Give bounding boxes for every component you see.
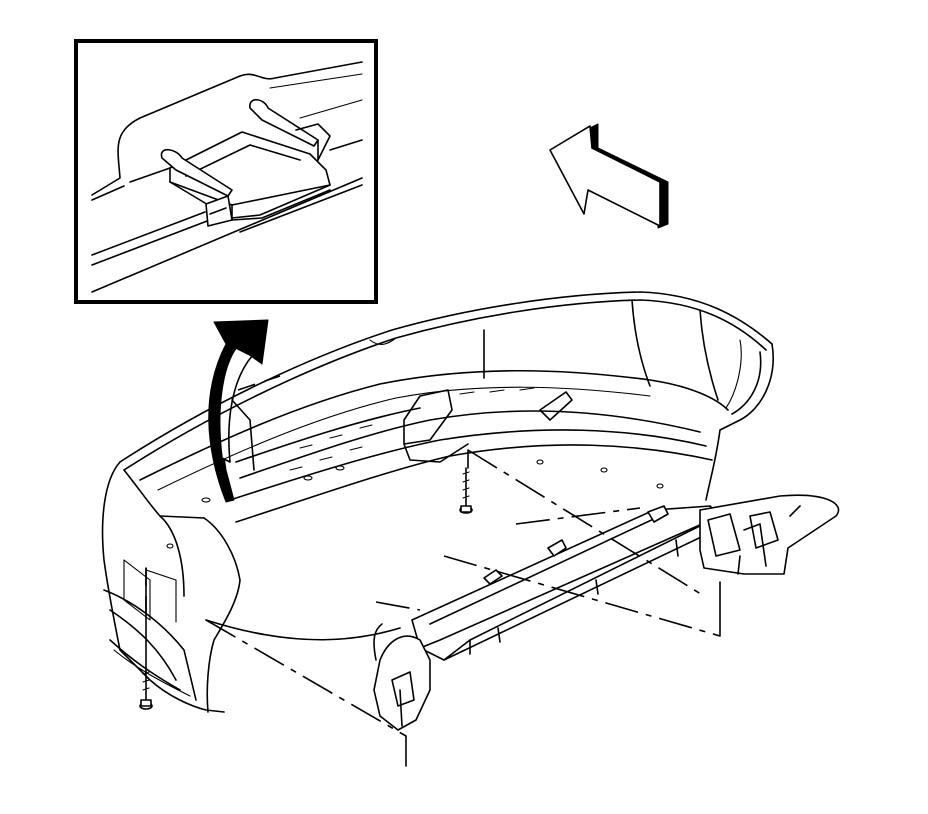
alignment-lines [145, 375, 721, 767]
inset-detail [74, 39, 378, 304]
clip-icon [547, 539, 567, 557]
curved-arrow-icon [208, 319, 269, 503]
arrow-left-icon [549, 123, 669, 229]
clip-icon [647, 505, 669, 523]
screw-icon [139, 667, 153, 710]
bumper-fascia-icon [101, 291, 840, 731]
screw-icon [459, 467, 473, 514]
clip-icon [483, 569, 503, 585]
clip-detail-icon [91, 61, 363, 293]
